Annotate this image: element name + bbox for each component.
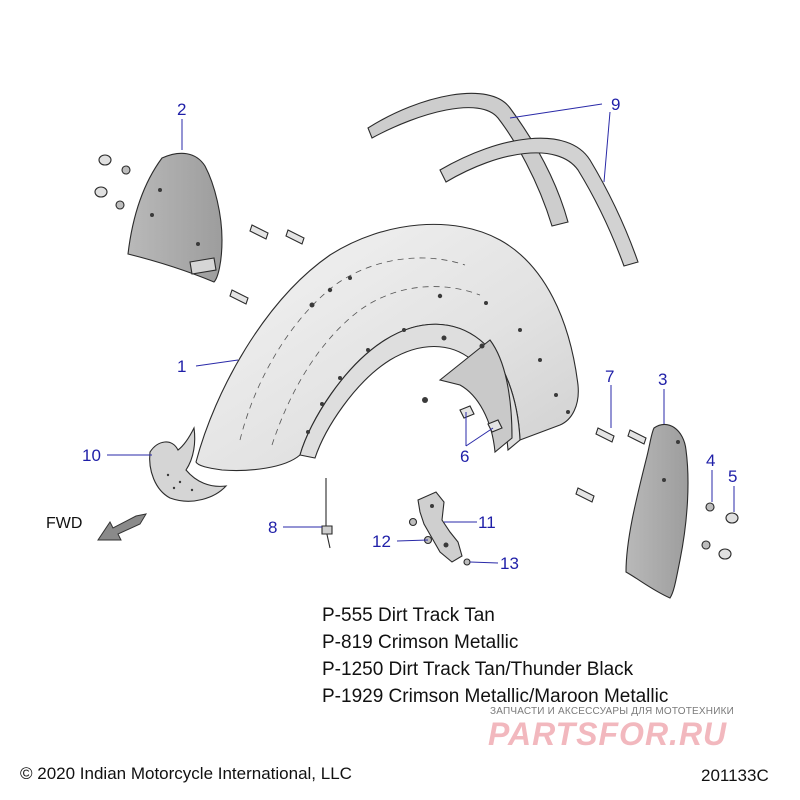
callout-3: 3 [658, 370, 667, 389]
forward-arrow-icon [97, 513, 148, 541]
bolt [285, 229, 305, 245]
forward-direction-indicator: FWD [46, 513, 148, 541]
leader-lines [107, 103, 735, 564]
clip [459, 405, 475, 419]
figure-number: 201133C [701, 766, 769, 785]
paint-code-list: P-555 Dirt Track Tan P-819 Crimson Metal… [322, 602, 668, 710]
nut [94, 186, 108, 198]
nut [725, 512, 739, 524]
callout-labels: 1 2 3 4 5 6 7 8 9 10 11 12 13 [82, 95, 737, 573]
fender-tip [149, 426, 228, 502]
paint-code: P-555 Dirt Track Tan [322, 605, 495, 626]
callout-2: 2 [177, 100, 186, 119]
washer [115, 200, 125, 210]
callout-13: 13 [500, 554, 519, 573]
trim-strips [367, 92, 639, 267]
mounting-bracket [417, 491, 463, 563]
copyright-notice: © 2020 Indian Motorcycle International, … [20, 764, 352, 783]
bolt [575, 487, 595, 503]
bolt [595, 427, 615, 443]
watermark-tagline: ЗАПЧАСТИ И АКСЕССУАРЫ ДЛЯ МОТОТЕХНИКИ [490, 706, 735, 717]
nut [98, 154, 112, 166]
callout-4: 4 [706, 451, 715, 470]
callout-6: 6 [460, 447, 469, 466]
callout-12: 12 [372, 532, 391, 551]
paint-code: P-1250 Dirt Track Tan/Thunder Black [322, 659, 634, 680]
callout-5: 5 [728, 467, 737, 486]
rear-fender [195, 223, 579, 472]
washer [121, 165, 131, 175]
right-side-panel [625, 423, 689, 599]
washer [701, 540, 711, 550]
bolt [249, 224, 269, 240]
left-side-panel [127, 152, 223, 283]
bolt [229, 289, 249, 305]
callout-11: 11 [478, 513, 496, 532]
washer [705, 502, 715, 512]
callout-10: 10 [82, 446, 101, 465]
watermark-logo: PARTSFOR.RU [488, 716, 728, 752]
paint-code: P-819 Crimson Metallic [322, 632, 519, 653]
trim-strip-lower [439, 137, 639, 267]
wiring-strap [321, 478, 333, 549]
trim-strip-upper [367, 92, 569, 227]
washer [463, 558, 471, 566]
washer [408, 517, 418, 527]
paint-code: P-1929 Crimson Metallic/Maroon Metallic [322, 686, 669, 707]
callout-1: 1 [177, 357, 186, 376]
fwd-label: FWD [46, 515, 82, 532]
callout-8: 8 [268, 518, 277, 537]
bolt [627, 429, 647, 445]
nut [718, 548, 732, 560]
callout-9: 9 [611, 95, 620, 114]
callout-7: 7 [605, 367, 614, 386]
